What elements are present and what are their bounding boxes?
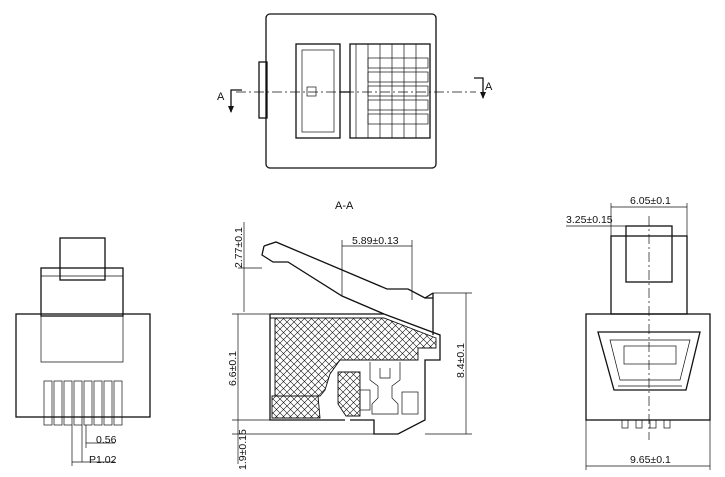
dim-latch-height: 2.77±0.1 [233,227,245,268]
dim-body-width: 9.65±0.1 [630,454,671,466]
dim-rear-latch-width: 6.05±0.1 [630,195,671,207]
latch-stub [258,61,268,119]
dim-overall-height: 8.4±0.1 [455,343,467,378]
contact-block [349,43,431,139]
top-view-body [265,13,437,169]
latch-arm [263,241,434,299]
dim-body-height: 6.6±0.1 [227,351,239,386]
latch-window [295,43,341,139]
section-marker-left: A [217,91,225,103]
contact-blade-section [359,362,419,415]
front-body [15,313,151,418]
cable-entry-window [597,331,701,391]
front-latch [59,237,106,281]
dim-contact-height: 1.9±0.15 [237,429,249,470]
rear-view: 6.05±0.1 3.25±0.15 9.65±0.1 [566,195,711,470]
front-view: 0.56 P1.02 [15,237,151,466]
dim-latch-offset-rear: 3.25±0.15 [566,214,613,226]
dim-latch-offset: 5.89±0.13 [352,235,399,247]
top-view: A A [217,13,493,169]
dim-contact-pitch: P1.02 [89,454,117,466]
section-marker-right: A [485,81,493,93]
contact-blades [355,43,429,139]
dim-contact-width: 0.56 [96,434,117,446]
rear-pins [621,419,671,429]
rear-body [585,313,711,421]
section-view: 5.89±0.13 2.77±0.1 6.6±0.1 1.9±0.15 8.4±… [227,222,472,470]
section-view-title: A-A [335,200,354,212]
front-contacts [43,380,123,426]
